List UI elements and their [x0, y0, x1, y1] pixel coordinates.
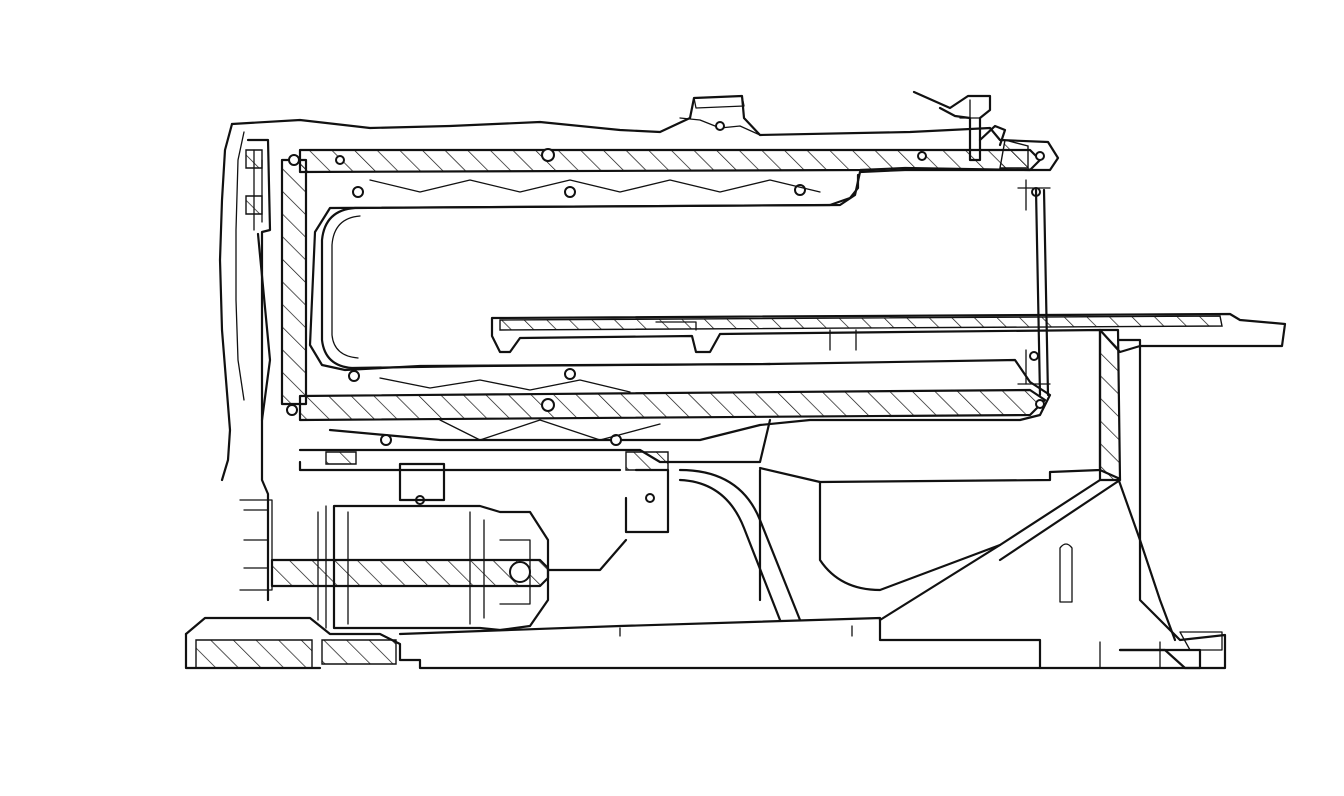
upper-arm-top-rib — [298, 148, 1042, 174]
upper-arm-bottom-rib — [298, 388, 1047, 422]
base-plate — [184, 616, 1202, 670]
slide-rail — [490, 312, 1287, 354]
front-plate — [239, 138, 273, 602]
right-vertical-rod — [1017, 179, 1051, 397]
arm-inner-cavity — [320, 173, 860, 370]
arm-internal-ribs — [369, 179, 821, 441]
lower-casting — [298, 418, 1002, 622]
top-right-latch — [912, 90, 1029, 169]
upper-arm-left-column — [280, 158, 308, 406]
motor-assembly — [270, 504, 550, 632]
right-support-column — [758, 328, 1227, 670]
screw-bosses — [286, 121, 1045, 505]
motor-shaft — [270, 558, 550, 588]
